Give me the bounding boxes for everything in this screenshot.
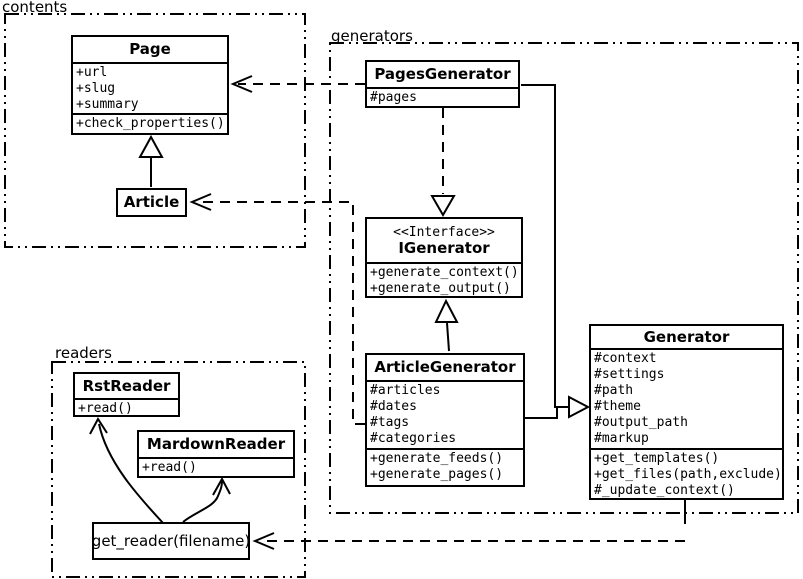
attribute: #dates bbox=[370, 399, 417, 414]
edge-getreader-to-mardownreader bbox=[182, 476, 231, 523]
attribute: #theme bbox=[594, 399, 641, 414]
edge-pagesgenerator-realizes-igenerator bbox=[430, 108, 456, 217]
method: #_update_context() bbox=[594, 483, 735, 498]
class-page-title: Page bbox=[73, 37, 227, 64]
attribute: +slug bbox=[76, 81, 116, 96]
class-article-title: Article bbox=[123, 193, 180, 211]
attribute: #tags bbox=[370, 415, 410, 430]
class-igenerator: <<Interface>> IGenerator +generate_conte… bbox=[365, 217, 523, 298]
class-articlegenerator-title: ArticleGenerator bbox=[367, 355, 523, 382]
class-articlegenerator-attributes: #articles #dates #tags #categories bbox=[367, 382, 523, 450]
method: +get_files(path,exclude) bbox=[594, 467, 782, 482]
attribute: #path bbox=[594, 383, 634, 398]
class-page-methods: +check_properties() bbox=[73, 115, 227, 135]
class-rstreader-title: RstReader bbox=[75, 374, 178, 400]
attribute: #articles bbox=[370, 383, 441, 398]
class-pagesgenerator-attributes: #pages bbox=[367, 89, 518, 106]
class-generator-methods: +get_templates() +get_files(path,exclude… bbox=[591, 450, 782, 500]
class-igenerator-stereotype: <<Interface>> bbox=[393, 224, 495, 240]
attribute: #markup bbox=[594, 431, 649, 446]
class-pagesgenerator: PagesGenerator #pages bbox=[365, 60, 520, 108]
class-rstreader-methods: +read() bbox=[75, 400, 178, 417]
class-rstreader: RstReader +read() bbox=[73, 372, 180, 417]
class-articlegenerator: ArticleGenerator #articles #dates #tags … bbox=[365, 353, 525, 487]
attribute: +summary bbox=[76, 97, 139, 112]
method: +check_properties() bbox=[76, 116, 225, 131]
class-mardownreader: MardownReader +read() bbox=[137, 430, 295, 478]
class-articlegenerator-methods: +generate_feeds() +generate_pages() bbox=[367, 450, 523, 487]
node-get-reader: get_reader(filename) bbox=[92, 522, 250, 560]
class-igenerator-name: IGenerator bbox=[398, 238, 490, 257]
class-igenerator-title: <<Interface>> IGenerator bbox=[367, 219, 521, 264]
edge-generator-to-getreader bbox=[252, 500, 686, 550]
class-page: Page +url +slug +summary +check_properti… bbox=[71, 35, 229, 135]
class-generator-attributes: #context #settings #path #theme #output_… bbox=[591, 350, 782, 450]
attribute: #context bbox=[594, 351, 657, 366]
class-page-attributes: +url +slug +summary bbox=[73, 64, 227, 115]
class-mardownreader-title: MardownReader bbox=[139, 432, 293, 459]
edge-article-extends-page bbox=[138, 134, 164, 187]
edge-articlegenerator-to-article bbox=[189, 193, 365, 425]
class-igenerator-methods: +generate_context() +generate_output() bbox=[367, 264, 521, 298]
class-article: Article bbox=[116, 188, 187, 217]
attribute: #pages bbox=[370, 90, 417, 105]
edge-articlegenerator-realizes-igenerator bbox=[434, 298, 459, 352]
method: +generate_feeds() bbox=[370, 451, 504, 466]
class-generator: Generator #context #settings #path #them… bbox=[589, 324, 784, 500]
package-label-contents: contents bbox=[2, 0, 68, 16]
edge-pagesgenerator-extends-generator bbox=[521, 84, 568, 408]
attribute: #output_path bbox=[594, 415, 688, 430]
method: +generate_context() bbox=[370, 265, 519, 280]
package-label-readers: readers bbox=[55, 344, 112, 362]
method: +generate_output() bbox=[370, 281, 511, 296]
package-label-generators: generators bbox=[331, 27, 413, 45]
attribute: #categories bbox=[370, 431, 457, 446]
class-pagesgenerator-title: PagesGenerator bbox=[367, 62, 518, 89]
attribute: #settings bbox=[594, 367, 665, 382]
attribute: +url bbox=[76, 65, 108, 80]
method: +read() bbox=[78, 401, 133, 416]
method: +get_templates() bbox=[594, 451, 720, 466]
class-mardownreader-methods: +read() bbox=[139, 459, 293, 476]
edge-pagesgenerator-to-page bbox=[230, 75, 365, 93]
method: +generate_pages() bbox=[370, 467, 504, 482]
edge-articlegenerator-extends-generator bbox=[525, 395, 591, 419]
method: +read() bbox=[142, 460, 197, 475]
class-generator-title: Generator bbox=[591, 326, 782, 350]
